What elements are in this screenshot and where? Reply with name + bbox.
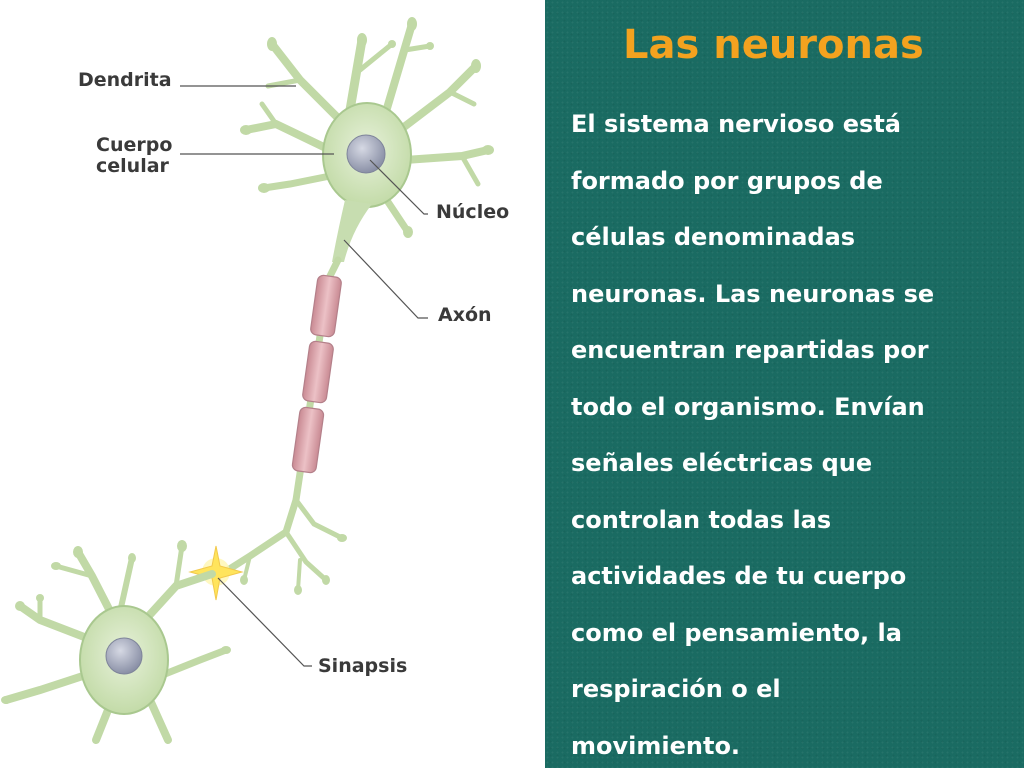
label-cuerpo-celular: Cuerpo celular <box>96 135 172 177</box>
body-line: controlan todas las <box>571 505 832 534</box>
text-panel: Las neuronas El sistema nervioso está fo… <box>545 0 1024 768</box>
body-line: movimiento. <box>571 731 741 760</box>
body-line: células denominadas <box>571 223 856 251</box>
synapse-spark <box>188 545 244 601</box>
body-line: señales eléctricas que <box>571 449 873 477</box>
lower-nucleus <box>105 637 143 675</box>
body-line: El sistema nervioso está <box>571 110 901 138</box>
dendrite-tips <box>240 17 494 238</box>
page-title: Las neuronas <box>623 22 924 68</box>
lower-dendrite-tips <box>1 540 231 704</box>
body-line: todo el organismo. Envían <box>571 392 925 421</box>
body-line: neuronas. Las neuronas se <box>571 279 935 308</box>
body-line: respiración o el <box>571 675 781 703</box>
label-cuerpo-line-1: Cuerpo <box>96 134 173 156</box>
label-nucleo: Núcleo <box>436 201 510 223</box>
body-line: como el pensamiento, la <box>571 618 902 647</box>
leader-lines <box>180 85 428 667</box>
axon-terminals <box>224 496 345 592</box>
axon-hillock <box>332 200 372 262</box>
upper-neuron-dendrites <box>242 20 492 236</box>
body-line: actividades de tu cuerpo <box>571 562 907 590</box>
body-line: encuentran repartidas por <box>571 336 929 364</box>
neuron-illustration <box>1 17 494 744</box>
myelin-sheaths <box>291 274 342 474</box>
label-dendrita: Dendrita <box>78 69 172 91</box>
label-sinapsis: Sinapsis <box>318 655 408 677</box>
neuron-diagram: Dendrita Cuerpo celular Núcleo Axón Sina… <box>1 17 510 744</box>
label-axon: Axón <box>438 304 492 326</box>
terminal-buttons <box>240 534 347 595</box>
label-cuerpo-line-2: celular <box>96 155 169 177</box>
body-line: formado por grupos de <box>571 166 883 195</box>
body-text: El sistema nervioso está formado por gru… <box>571 96 1016 768</box>
nucleus <box>346 134 386 174</box>
